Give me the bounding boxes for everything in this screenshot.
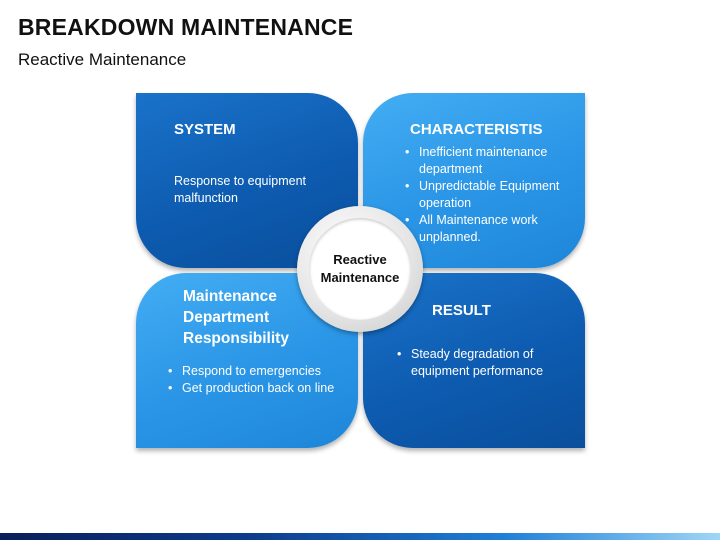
quadrant-result: RESULT Steady degradation of equipment p… <box>363 273 585 448</box>
responsibility-item: Respond to emergencies <box>165 363 345 380</box>
center-label-line-1: Reactive <box>333 252 387 267</box>
characteristics-item: All Maintenance work unplanned. <box>402 212 582 246</box>
quadrant-responsibility: Maintenance Department Responsibility Re… <box>136 273 358 448</box>
characteristics-item: Unpredictable Equipment operation <box>402 178 582 212</box>
responsibility-item: Get production back on line <box>165 380 345 397</box>
result-item: Steady degradation of equipment performa… <box>394 346 574 380</box>
system-description-line-1: Response to equipment <box>174 174 307 188</box>
responsibility-list: Respond to emergencies Get production ba… <box>165 363 345 397</box>
result-list: Steady degradation of equipment performa… <box>394 346 574 380</box>
result-title: RESULT <box>432 302 491 319</box>
characteristics-list: Inefficient maintenance department Unpre… <box>402 144 582 246</box>
page-title: BREAKDOWN MAINTENANCE <box>18 14 354 40</box>
responsibility-title-line-1: Maintenance <box>183 288 277 305</box>
responsibility-title: Maintenance Department Responsibility <box>183 286 333 349</box>
characteristics-title: CHARACTERISTIS <box>410 121 543 138</box>
center-circle: Reactive Maintenance <box>309 218 411 320</box>
bottom-accent-bar <box>0 533 720 540</box>
system-description-line-2: malfunction <box>174 191 238 205</box>
center-label: Reactive Maintenance <box>312 251 408 287</box>
responsibility-title-line-2: Department <box>183 309 270 326</box>
page-subtitle: Reactive Maintenance <box>18 50 187 69</box>
system-title: SYSTEM <box>174 121 236 138</box>
system-description: Response to equipment malfunction <box>174 173 344 207</box>
responsibility-title-line-3: Responsibility <box>183 330 289 347</box>
characteristics-item: Inefficient maintenance department <box>402 144 582 178</box>
quadrant-system: SYSTEM Response to equipment malfunction <box>136 93 358 268</box>
center-label-line-2: Maintenance <box>320 270 400 285</box>
